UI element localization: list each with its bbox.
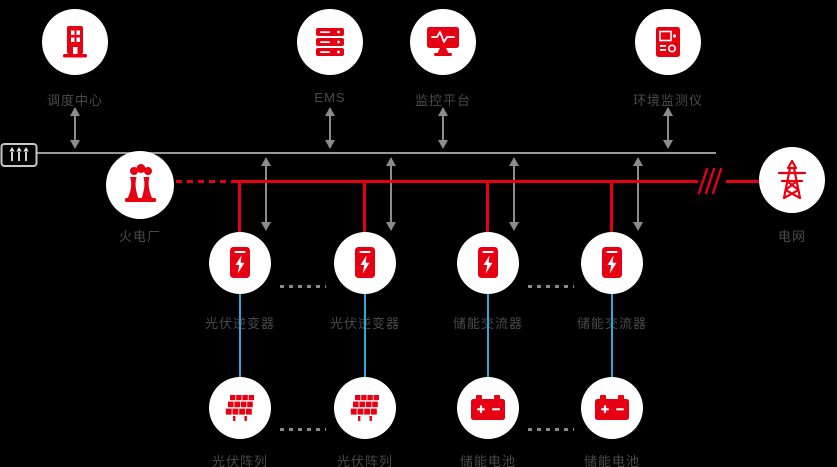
pair-dotted-link — [280, 428, 326, 431]
thermal-plant-icon — [125, 164, 156, 202]
power-drop-line — [363, 180, 366, 233]
thermal-plant-label: 火电厂 — [118, 229, 162, 244]
pair-dotted-link — [280, 285, 326, 288]
node-storage-battery-1 — [457, 377, 519, 439]
node-pv-inverter-1 — [209, 232, 271, 294]
comm-arrow-icon — [509, 157, 519, 231]
power-meter-icon — [0, 143, 38, 167]
node-dispatch-center — [42, 9, 108, 75]
ems-label: EMS — [314, 90, 346, 105]
node-ems — [297, 9, 363, 75]
dc-link-line — [611, 294, 613, 377]
power-line — [234, 180, 698, 183]
pv-array-label: 光伏阵列 — [336, 454, 394, 467]
comm-arrow-icon — [633, 157, 643, 231]
power-drop-line — [486, 180, 489, 233]
inverter-icon — [355, 247, 375, 278]
comm-bus-line — [37, 152, 716, 154]
node-pv-array-1 — [209, 377, 271, 439]
storage-battery-label: 储能电池 — [583, 454, 641, 467]
node-monitoring-platform — [410, 9, 476, 75]
node-storage-converter-1 — [457, 232, 519, 294]
power-line — [726, 180, 760, 183]
comm-arrow-icon — [663, 107, 673, 149]
battery-icon — [595, 395, 629, 420]
dispatch-center-label: 调度中心 — [46, 93, 104, 108]
env-monitor-icon — [656, 27, 680, 57]
comm-arrow-icon — [386, 157, 396, 231]
inverter-icon — [230, 247, 250, 278]
node-pv-array-2 — [334, 377, 396, 439]
storage-battery-label: 储能电池 — [459, 454, 517, 467]
node-grid — [759, 147, 825, 213]
battery-icon — [471, 395, 505, 420]
comm-arrow-icon — [438, 107, 448, 149]
server-icon — [316, 28, 344, 56]
solar-array-icon — [350, 395, 379, 421]
converter-icon — [478, 247, 498, 278]
dc-link-line — [239, 294, 241, 377]
monitoring-platform-label: 监控平台 — [414, 93, 472, 108]
pv-array-label: 光伏阵列 — [211, 454, 269, 467]
node-env-monitor — [635, 9, 701, 75]
power-line-dashed — [176, 180, 234, 183]
power-drop-line — [238, 180, 241, 233]
node-storage-converter-2 — [581, 232, 643, 294]
grid-tower-icon — [777, 159, 807, 200]
dc-link-line — [364, 294, 366, 377]
node-storage-battery-2 — [581, 377, 643, 439]
comm-arrow-icon — [325, 107, 335, 149]
power-drop-line — [610, 180, 613, 233]
solar-array-icon — [225, 395, 254, 421]
line-break-slashes-icon — [697, 167, 723, 195]
building-icon — [63, 26, 87, 58]
node-thermal-plant — [106, 151, 174, 219]
pair-dotted-link — [528, 428, 574, 431]
grid-label: 电网 — [777, 229, 807, 244]
monitor-icon — [427, 27, 459, 56]
comm-arrow-icon — [261, 157, 271, 231]
env-monitor-label: 环境监测仪 — [632, 93, 704, 108]
comm-arrow-icon — [70, 107, 80, 149]
dc-link-line — [487, 294, 489, 377]
node-pv-inverter-2 — [334, 232, 396, 294]
pair-dotted-link — [528, 285, 574, 288]
converter-icon — [602, 247, 622, 278]
